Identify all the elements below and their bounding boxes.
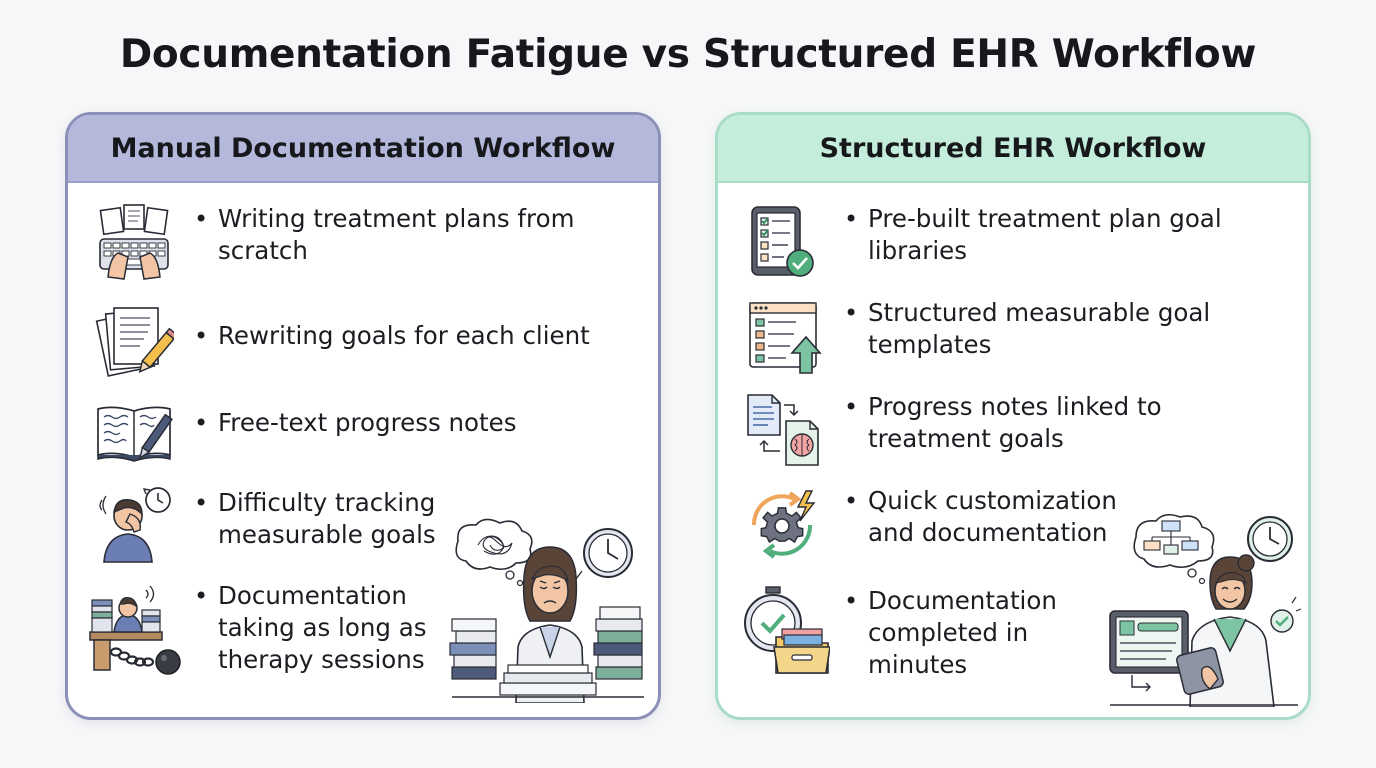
- page-title: Documentation Fatigue vs Structured EHR …: [119, 32, 1257, 77]
- papers-pencil-icon: [94, 302, 174, 382]
- notebook-pen-icon: [94, 395, 174, 475]
- overwhelmed-clinician-illustration: [448, 517, 648, 703]
- manual-panel-header: Manual Documentation Workflow: [68, 115, 658, 183]
- ehr-item-goal-libraries-text: Pre-built treatment plan goal libraries: [844, 203, 1248, 267]
- gear-cycle-icon: [742, 485, 822, 565]
- template-upload-icon: [742, 297, 822, 377]
- chained-desk-worker-icon: [86, 580, 186, 680]
- manual-item-documentation-time-text: Documentation taking as long as therapy …: [194, 580, 448, 676]
- ehr-item-linked-notes-text: Progress notes linked to treatment goals: [844, 391, 1248, 455]
- manual-workflow-panel: Manual Documentation Workflow Writing tr…: [65, 112, 661, 720]
- confident-clinician-tablet-illustration: [1106, 511, 1302, 707]
- ehr-item-goal-templates-text: Structured measurable goal templates: [844, 297, 1248, 361]
- ehr-item-completed-minutes-text: Documentation completed in minutes: [844, 585, 1068, 681]
- manual-item-difficulty-tracking-text: Difficulty tracking measurable goals: [194, 487, 458, 551]
- manual-item-free-text-text: Free-text progress notes: [194, 407, 638, 439]
- manual-item-rewriting-goals-text: Rewriting goals for each client: [194, 320, 638, 352]
- ehr-panel-header: Structured EHR Workflow: [718, 115, 1308, 183]
- manual-item-writing-plans-text: Writing treatment plans from scratch: [194, 203, 598, 267]
- stopwatch-folder-icon: [740, 585, 830, 679]
- structured-ehr-panel: Structured EHR Workflow Pre-built treatm…: [715, 112, 1311, 720]
- ehr-item-quick-customization-text: Quick customization and documentation: [844, 485, 1128, 549]
- linked-documents-icon: [742, 391, 822, 471]
- stressed-person-clock-icon: [94, 484, 174, 564]
- tablet-checklist-icon: [742, 203, 822, 283]
- typing-keyboard-icon: [94, 203, 174, 283]
